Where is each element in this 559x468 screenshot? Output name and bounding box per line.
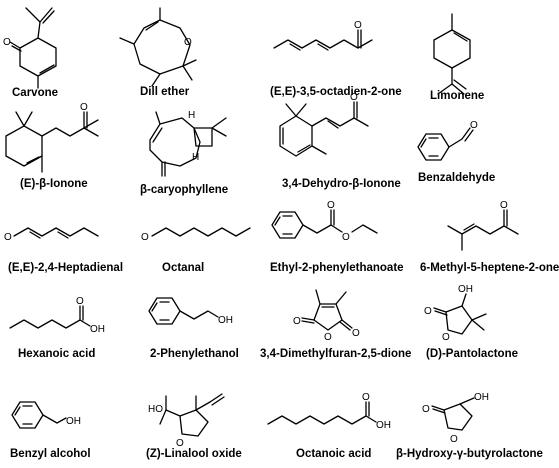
hydroxyl-group: OH	[376, 420, 391, 431]
hydroxyl-group: HO	[148, 404, 163, 415]
bridgehead-hydrogen: H	[192, 152, 199, 163]
ketone-oxygen: O	[350, 92, 358, 103]
label-pantolactone: (D)-Pantolactone	[426, 348, 518, 360]
ring-oxygen: O	[450, 434, 458, 445]
label-beta-ionone: (E)-β-Ionone	[20, 178, 88, 190]
carbonyl-oxygen: O	[293, 316, 301, 327]
ketone-oxygen: O	[354, 20, 362, 31]
ester-oxygen: O	[342, 232, 350, 243]
carbonyl-oxygen: O	[422, 404, 430, 415]
bridgehead-hydrogen: H	[188, 110, 195, 121]
aldehyde-oxygen: O	[4, 232, 12, 243]
label-benzyl-alcohol: Benzyl alcohol	[10, 448, 91, 460]
label-dill-ether: Dill ether	[140, 86, 190, 98]
label-phenylethanol: 2-Phenylethanol	[150, 348, 239, 360]
carbonyl-oxygen: O	[352, 328, 360, 339]
hydroxyl-group: OH	[218, 315, 233, 326]
carbonyl-oxygen: O	[3, 37, 11, 48]
label-linalool-oxide: (Z)-Linalool oxide	[146, 448, 242, 460]
label-dehydro-beta-ionone: 3,4-Dehydro-β-Ionone	[282, 178, 401, 190]
ketone-oxygen: O	[500, 200, 508, 211]
ketone-oxygen: O	[80, 102, 88, 113]
aldehyde-oxygen: O	[470, 120, 478, 131]
aldehyde-oxygen: O	[141, 232, 149, 243]
ring-oxygen: O	[184, 37, 192, 48]
label-octadienone: (E,E)-3,5-octadien-2-one	[270, 86, 402, 98]
carbonyl-oxygen: O	[327, 200, 335, 211]
ring-oxygen: O	[176, 438, 184, 449]
ring-oxygen: O	[442, 332, 450, 343]
label-octanoic-acid: Octanoic acid	[296, 448, 372, 460]
label-hexanoic-acid: Hexanoic acid	[18, 348, 96, 360]
label-benzaldehyde: Benzaldehyde	[418, 172, 496, 184]
label-limonene: Limonene	[430, 90, 485, 102]
carbonyl-oxygen: O	[424, 306, 432, 317]
hydroxyl-group: OH	[458, 284, 473, 295]
label-hydroxybutyrolactone: β-Hydroxy-γ-butyrolactone	[396, 448, 543, 460]
hydroxyl-group: OH	[66, 416, 81, 427]
hydroxyl-group: OH	[90, 324, 105, 335]
label-ethyl-phenylethanoate: Ethyl-2-phenylethanoate	[270, 262, 404, 274]
label-octanal: Octanal	[162, 262, 205, 274]
label-beta-caryophyllene: β-caryophyllene	[140, 184, 229, 196]
ring-oxygen: O	[324, 332, 332, 343]
carbonyl-oxygen: O	[362, 392, 370, 403]
label-methylheptenone: 6-Methyl-5-heptene-2-one	[420, 262, 559, 274]
hydroxyl-group: OH	[474, 392, 489, 403]
label-heptadienal: (E,E)-2,4-Heptadienal	[8, 262, 124, 274]
label-dimethylfurandione: 3,4-Dimethylfuran-2,5-dione	[260, 348, 412, 360]
label-carvone: Carvone	[12, 87, 59, 99]
carbonyl-oxygen: O	[76, 296, 84, 307]
